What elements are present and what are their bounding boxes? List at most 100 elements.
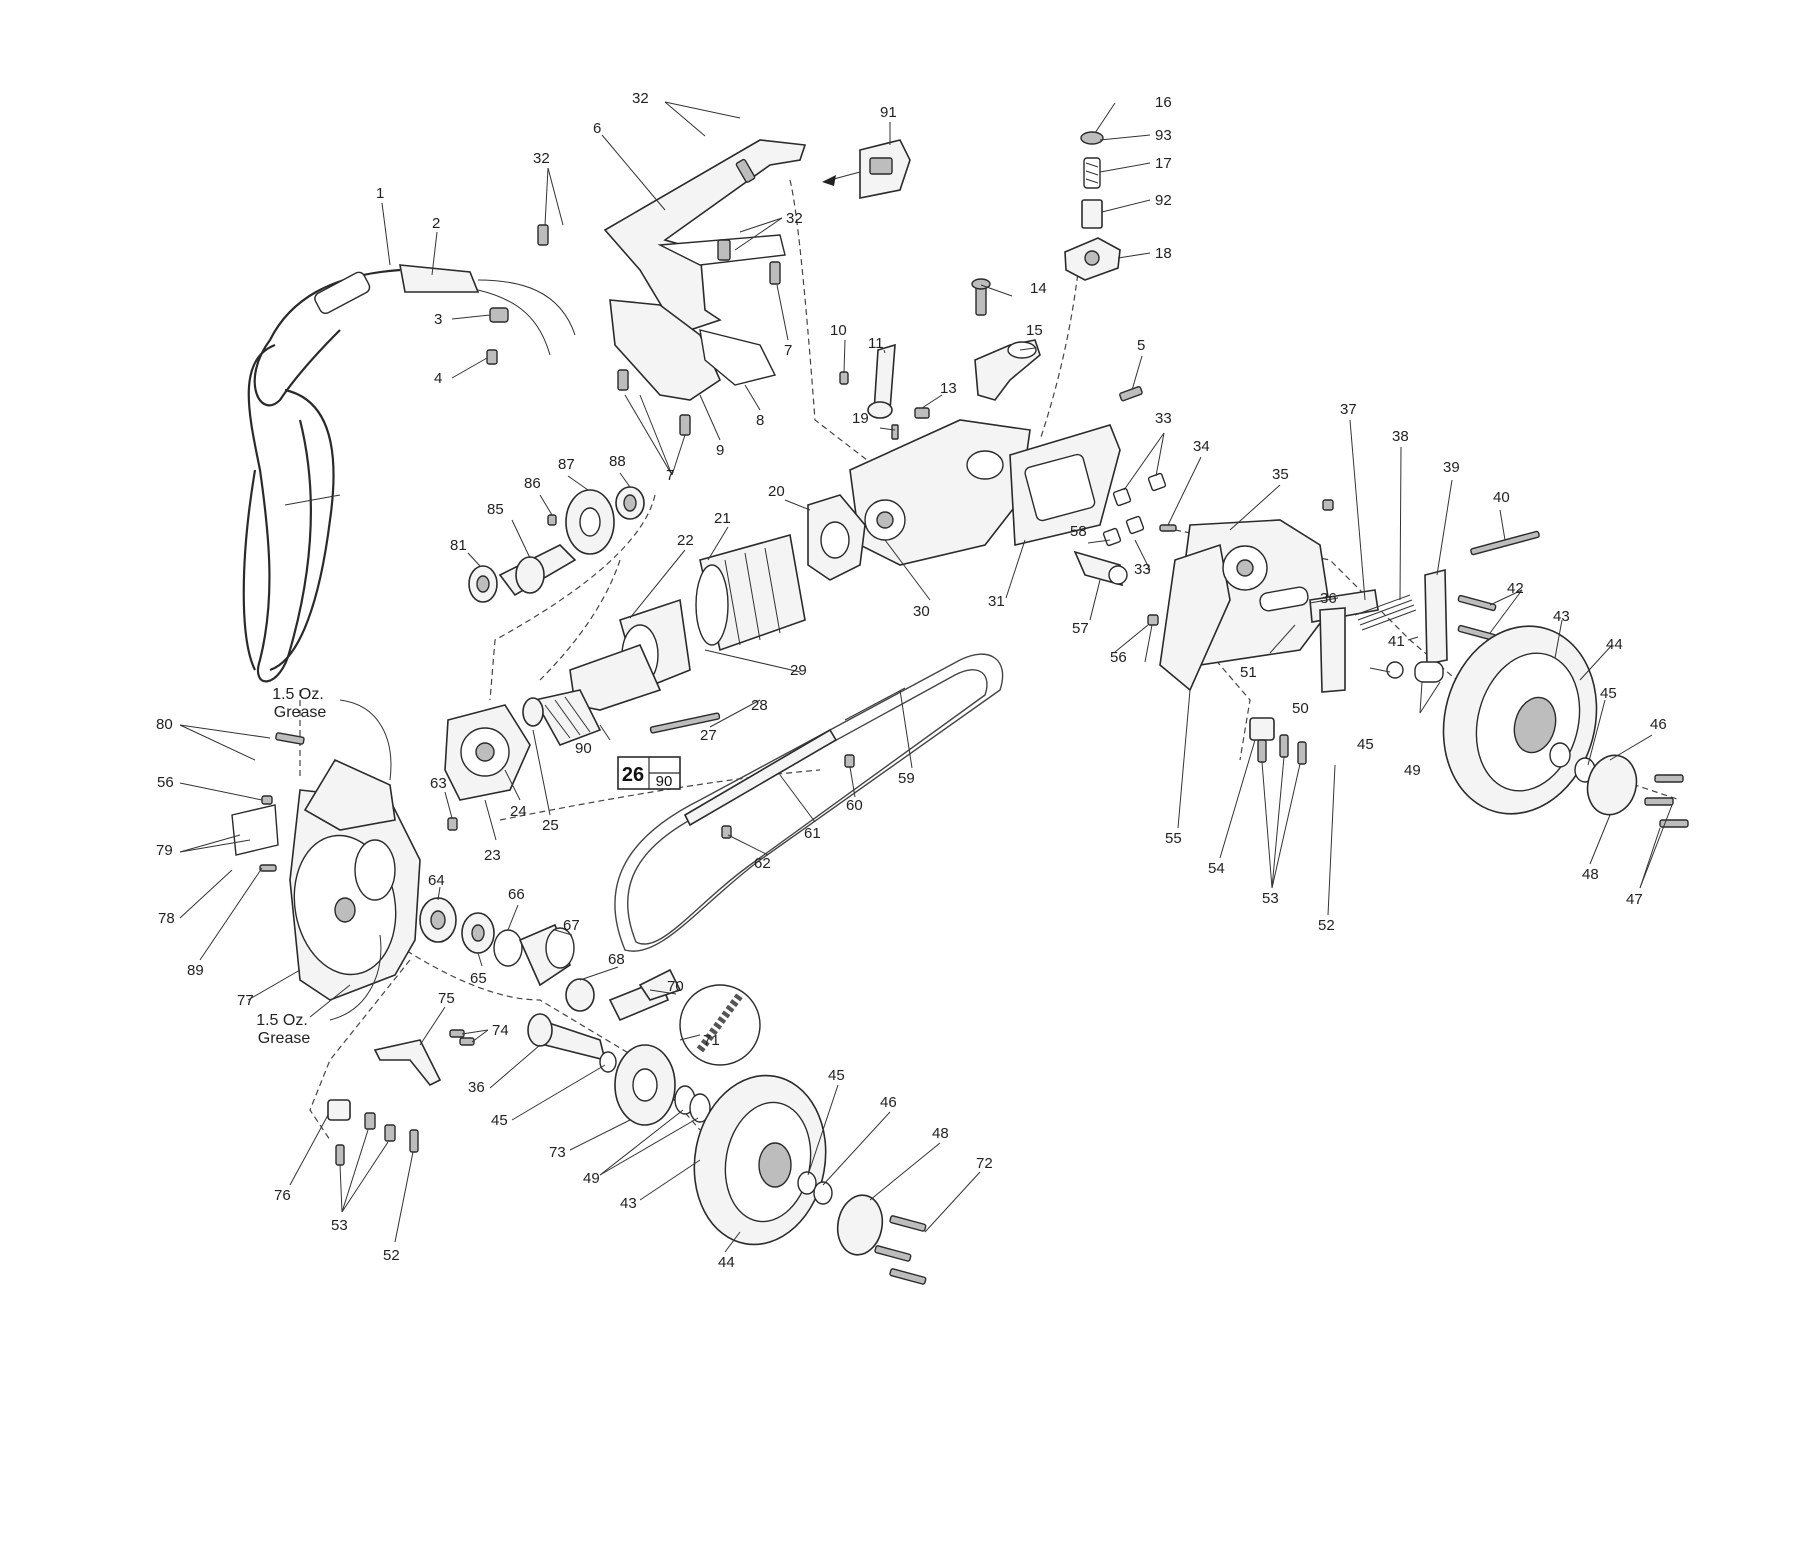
callout-50: 50: [1292, 700, 1309, 717]
callout-64: 64: [428, 872, 445, 889]
callout-36: 36: [1320, 590, 1337, 607]
motor-group: [444, 494, 866, 801]
callout-54: 54: [1208, 860, 1225, 877]
brush-assembly: [1064, 131, 1121, 281]
callout-93: 93: [1155, 127, 1172, 144]
callout-92: 92: [1155, 192, 1172, 209]
callout-85: 85: [487, 501, 504, 518]
callout-48: 48: [1582, 866, 1599, 883]
callout-45: 45: [828, 1067, 845, 1084]
callout-31: 31: [988, 593, 1005, 610]
callout-56: 56: [157, 774, 174, 791]
callout-76: 76: [274, 1187, 291, 1204]
callout-77: 77: [237, 992, 254, 1009]
callout-46: 46: [1650, 716, 1667, 733]
callout-55: 55: [1165, 830, 1182, 847]
callout-35: 35: [1272, 466, 1289, 483]
callout-44: 44: [718, 1254, 735, 1271]
callout-79: 79: [156, 842, 173, 859]
grease-note-bottom: 1.5 Oz. Grease: [256, 934, 382, 1047]
callout-39: 39: [1443, 459, 1460, 476]
lever-and-knob-parts: [839, 278, 1143, 440]
callout-48: 48: [932, 1125, 949, 1142]
left-blade-wheel: [373, 1013, 927, 1285]
callout-86: 86: [524, 475, 541, 492]
leader-lines: [381, 101, 1653, 766]
callout-32: 32: [786, 210, 803, 227]
callout-13: 13: [940, 380, 957, 397]
leader-lines-lower: [179, 624, 1673, 1253]
callout-87: 87: [558, 456, 575, 473]
callout-75: 75: [438, 990, 455, 1007]
callout-20: 20: [768, 483, 785, 500]
callout-8: 8: [756, 412, 764, 429]
callout-18: 18: [1155, 245, 1172, 262]
callout-90: 90: [575, 740, 592, 757]
callout-9: 9: [716, 442, 724, 459]
callout-21: 21: [714, 510, 731, 527]
callout-45: 45: [1600, 685, 1617, 702]
callout-25: 25: [542, 817, 559, 834]
blade-guide: [683, 728, 855, 839]
callout-68: 68: [608, 951, 625, 968]
callout-22: 22: [677, 532, 694, 549]
callout-74: 74: [492, 1022, 509, 1039]
callout-49: 49: [1404, 762, 1421, 779]
callout-52: 52: [1318, 917, 1335, 934]
callout-57: 57: [1072, 620, 1089, 637]
switch-part: [822, 139, 911, 199]
callout-73: 73: [549, 1144, 566, 1161]
callout-27: 27: [700, 727, 717, 744]
callout-2: 2: [432, 215, 440, 232]
callout-56: 56: [1110, 649, 1127, 666]
callout-15: 15: [1026, 322, 1043, 339]
callout-1: 1: [376, 185, 384, 202]
saw-blade: [614, 653, 1004, 952]
callout-44: 44: [1606, 636, 1623, 653]
callout-91: 91: [880, 104, 897, 121]
crankshaft-group: [468, 486, 645, 603]
callout-46: 46: [880, 1094, 897, 1111]
left-housing: [231, 732, 458, 1001]
callout-28: 28: [751, 697, 768, 714]
callout-10: 10: [830, 322, 847, 339]
callout-labels: 32 91 16 93 17 92 18 6 32 32 1 2 3 4 7 8…: [156, 90, 1667, 1271]
callout-34: 34: [1193, 438, 1210, 455]
callout-80: 80: [156, 716, 173, 733]
callout-63: 63: [430, 775, 447, 792]
grease-note-bottom-line2: Grease: [258, 1030, 311, 1047]
callout-33: 33: [1155, 410, 1172, 427]
lower-bracket: [327, 1099, 419, 1166]
callout-29: 29: [790, 662, 807, 679]
callout-24: 24: [510, 803, 527, 820]
callout-32: 32: [533, 150, 550, 167]
callout-33: 33: [1134, 561, 1151, 578]
callout-3: 3: [434, 311, 442, 328]
handle-housing: [537, 139, 807, 436]
callout-81: 81: [450, 537, 467, 554]
kit-box: [617, 756, 681, 790]
callout-5: 5: [1137, 337, 1145, 354]
callout-67: 67: [563, 917, 580, 934]
callout-70: 70: [667, 978, 684, 995]
callout-71: 71: [703, 1032, 720, 1049]
callout-7: 7: [784, 342, 792, 359]
callout-49: 49: [583, 1170, 600, 1187]
callout-88: 88: [609, 453, 626, 470]
callout-4: 4: [434, 370, 442, 387]
callout-61: 61: [804, 825, 821, 842]
grease-note-top-line1: 1.5 Oz.: [272, 686, 324, 703]
callout-14: 14: [1030, 280, 1047, 297]
callout-66: 66: [508, 886, 525, 903]
callout-32: 32: [632, 90, 649, 107]
callout-72: 72: [976, 1155, 993, 1172]
callout-78: 78: [158, 910, 175, 927]
callout-40: 40: [1493, 489, 1510, 506]
callout-42: 42: [1507, 580, 1524, 597]
callout-65: 65: [470, 970, 487, 987]
tension-parts: [1147, 499, 1540, 765]
callout-60: 60: [846, 797, 863, 814]
callout-23: 23: [484, 847, 501, 864]
right-blade-wheel: [1442, 625, 1689, 828]
